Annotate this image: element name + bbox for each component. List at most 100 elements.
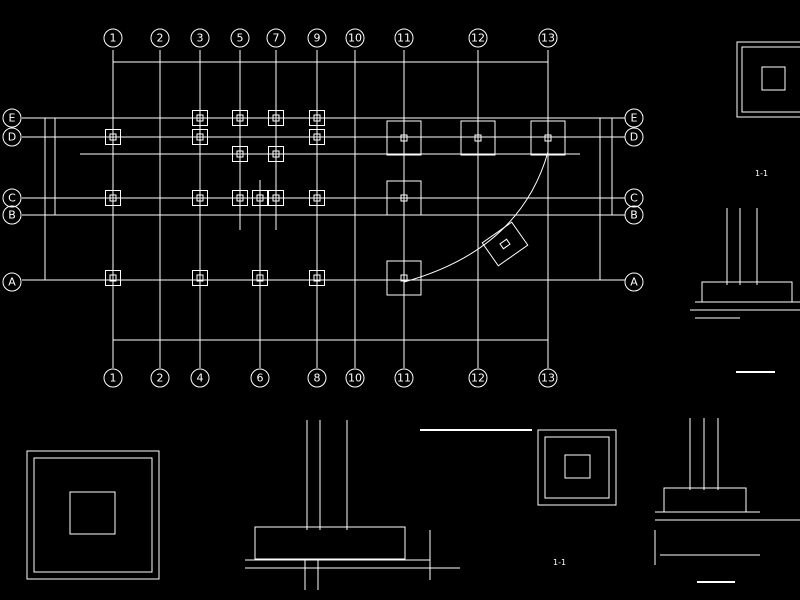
footing-small-0 bbox=[105, 129, 121, 145]
footing-small-7-column bbox=[236, 150, 244, 158]
rotated-footing bbox=[481, 221, 529, 267]
curved-grid-arc bbox=[403, 151, 549, 283]
right-dimension-chain bbox=[599, 118, 613, 280]
axis-bubble-bottom-8-circle bbox=[307, 368, 327, 388]
axis-bubble-bottom-12-circle bbox=[468, 368, 488, 388]
axis-bubble-left-C-label: C bbox=[8, 192, 16, 205]
footing-plan-detail-top-right bbox=[736, 41, 800, 118]
footing-small-15-column bbox=[109, 274, 117, 282]
axis-bubble-top-12-label: 12 bbox=[471, 32, 485, 45]
footing-small-10-column bbox=[196, 194, 204, 202]
axis-bubble-bottom-4-circle bbox=[190, 368, 210, 388]
footing-large-3 bbox=[386, 180, 422, 216]
axis-bubble-bottom-10-label: 10 bbox=[348, 372, 362, 385]
axis-bubble-right-C-circle bbox=[624, 188, 644, 208]
footing-small-15 bbox=[105, 270, 121, 286]
footing-small-4 bbox=[309, 110, 325, 126]
axis-bubble-bottom-4-label: 4 bbox=[197, 372, 204, 385]
axis-bubble-top-9-circle bbox=[307, 28, 327, 48]
axis-bubble-top-11-circle bbox=[394, 28, 414, 48]
axis-bubble-bottom-6-label: 6 bbox=[257, 372, 264, 385]
footing-large-3-column bbox=[400, 194, 408, 202]
footing-section-detail-bottom-right bbox=[654, 418, 800, 583]
footing-small-14 bbox=[309, 190, 325, 206]
horizontal-grid-lines bbox=[22, 117, 625, 281]
footing-large-2-column bbox=[544, 134, 552, 142]
footing-small-8-column bbox=[272, 150, 280, 158]
footing-small-6 bbox=[309, 129, 325, 145]
left-dimension-chain bbox=[44, 118, 56, 280]
axis-bubble-left-A-label: A bbox=[8, 276, 16, 289]
footing-small-3 bbox=[268, 110, 284, 126]
axis-bubble-bottom-1-label: 1 bbox=[110, 372, 117, 385]
axis-bubble-right-D-label: D bbox=[630, 131, 638, 144]
axis-bubble-top-1-circle bbox=[103, 28, 123, 48]
footing-small-16-column bbox=[196, 274, 204, 282]
footing-small-18-column bbox=[313, 274, 321, 282]
axis-bubble-left-A-circle bbox=[2, 272, 22, 292]
axis-bubble-right-C-label: C bbox=[630, 192, 638, 205]
axis-bubble-bottom-13-label: 13 bbox=[541, 372, 555, 385]
axis-bubble-top-5-circle bbox=[230, 28, 250, 48]
axis-bubble-left-B-circle bbox=[2, 205, 22, 225]
axis-bubble-top-10-circle bbox=[345, 28, 365, 48]
footing-small-13-column bbox=[272, 194, 280, 202]
axis-bubble-top-3-circle bbox=[190, 28, 210, 48]
axis-bubble-left-C-circle bbox=[2, 188, 22, 208]
footing-small-0-column bbox=[109, 133, 117, 141]
footing-small-11-column bbox=[236, 194, 244, 202]
axis-bubble-right-D-circle bbox=[624, 127, 644, 147]
footing-small-17 bbox=[252, 270, 268, 286]
footing-small-13 bbox=[268, 190, 284, 206]
footing-small-5 bbox=[192, 129, 208, 145]
axis-bubble-bottom-13-circle bbox=[538, 368, 558, 388]
axis-bubble-top-13-label: 13 bbox=[541, 32, 555, 45]
vertical-grid-lines bbox=[112, 50, 549, 368]
footing-small-11 bbox=[232, 190, 248, 206]
axis-bubble-top-12-circle bbox=[468, 28, 488, 48]
footing-section-detail-right bbox=[690, 208, 800, 373]
footing-large-0 bbox=[386, 120, 422, 156]
axis-bubble-right-A-label: A bbox=[630, 276, 638, 289]
footing-small-12 bbox=[252, 190, 268, 206]
footing-small-10 bbox=[192, 190, 208, 206]
section-label-1: 1-1 bbox=[755, 169, 768, 178]
footing-small-18 bbox=[309, 270, 325, 286]
footing-section-detail-bottom bbox=[245, 420, 532, 590]
axis-bubble-bottom-12-label: 12 bbox=[471, 372, 485, 385]
section-label-2: 1-1 bbox=[553, 558, 566, 567]
footing-small-14-column bbox=[313, 194, 321, 202]
axis-bubble-bottom-11-circle bbox=[394, 368, 414, 388]
axis-bubble-bottom-11-label: 11 bbox=[397, 372, 411, 385]
footing-small-12-column bbox=[256, 194, 264, 202]
axis-bubble-bottom-10-circle bbox=[345, 368, 365, 388]
footing-small-9 bbox=[105, 190, 121, 206]
axis-bubble-top-13-circle bbox=[538, 28, 558, 48]
axis-bubble-top-3-label: 3 bbox=[197, 32, 204, 45]
axis-bubble-left-D-circle bbox=[2, 127, 22, 147]
axis-bubble-left-E-label: E bbox=[9, 112, 16, 125]
footing-large-4-column bbox=[400, 274, 408, 282]
footing-small-2 bbox=[232, 110, 248, 126]
axis-bubble-top-5-label: 5 bbox=[237, 32, 244, 45]
axis-bubble-top-1-label: 1 bbox=[110, 32, 117, 45]
footing-small-8 bbox=[268, 146, 284, 162]
footing-large-2 bbox=[530, 120, 566, 156]
footing-small-1 bbox=[192, 110, 208, 126]
footing-plan-detail-bottom-right bbox=[537, 429, 617, 506]
axis-bubble-top-2-circle bbox=[150, 28, 170, 48]
footing-small-17-column bbox=[256, 274, 264, 282]
axis-bubble-bottom-8-label: 8 bbox=[314, 372, 321, 385]
footing-plan-detail-bottom-left bbox=[26, 450, 160, 580]
axis-bubble-right-E-label: E bbox=[631, 112, 638, 125]
footing-small-7 bbox=[232, 146, 248, 162]
axis-bubble-right-E-circle bbox=[624, 108, 644, 128]
footing-large-4 bbox=[386, 260, 422, 296]
footing-large-1-column bbox=[474, 134, 482, 142]
axis-bubble-bottom-2-label: 2 bbox=[157, 372, 164, 385]
